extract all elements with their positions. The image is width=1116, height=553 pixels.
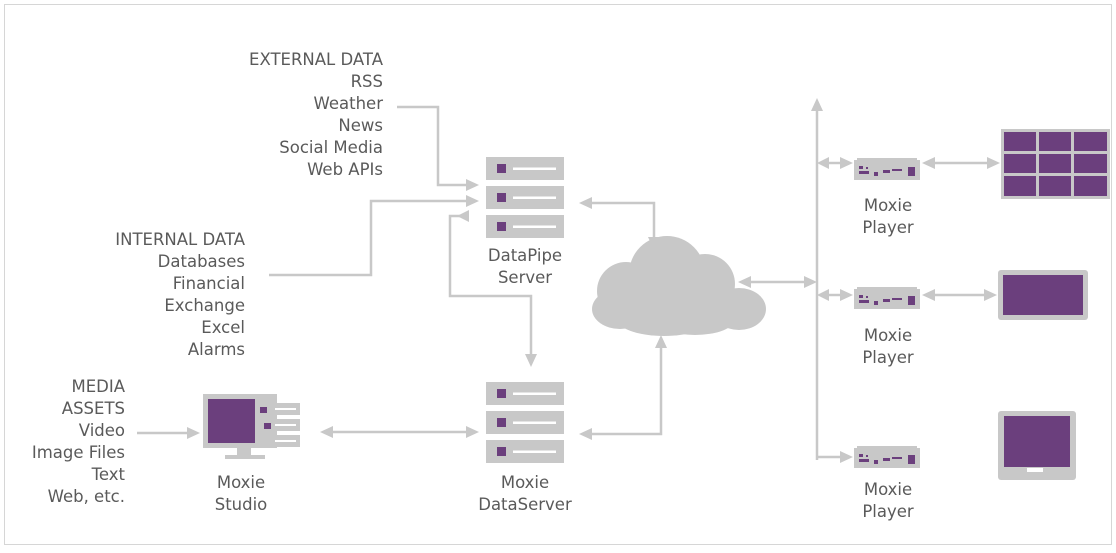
workstation-icon <box>203 394 300 459</box>
internal-data-item: Excel <box>201 318 245 337</box>
connector-lines <box>137 98 1000 463</box>
architecture-diagram: EXTERNAL DATA RSS Weather News Social Me… <box>32 50 1110 521</box>
player-label-line1: Moxie <box>864 196 912 215</box>
dataserver-cloud-connector <box>591 347 663 436</box>
datapipe-dataserver-connector <box>448 214 533 355</box>
player-node-2: Moxie Player <box>854 287 920 367</box>
player-label-line2: Player <box>862 218 914 237</box>
media-assets-heading: ASSETS <box>62 399 125 418</box>
arrowhead <box>817 289 829 301</box>
arrowhead <box>187 427 200 439</box>
internal-data-item: Databases <box>158 252 245 271</box>
player-node-1: Moxie Player <box>854 158 920 237</box>
external-data-item: RSS <box>351 72 383 91</box>
arrowhead <box>655 335 667 348</box>
external-data-heading: EXTERNAL DATA <box>249 50 384 69</box>
arrowhead <box>466 426 479 438</box>
internal-data-list: INTERNAL DATA Databases Financial Exchan… <box>115 230 245 359</box>
media-assets-item: Web, etc. <box>48 487 125 506</box>
player-node-3: Moxie Player <box>854 446 920 521</box>
arrowhead <box>984 289 997 301</box>
arrowhead <box>804 276 817 288</box>
media-assets-item: Text <box>91 465 126 484</box>
arrowhead <box>922 289 935 301</box>
video-wall-icon <box>1001 129 1110 199</box>
dataserver-label-line1: Moxie <box>501 473 549 492</box>
cloud-icon <box>592 236 766 336</box>
player-label-line1: Moxie <box>864 480 912 499</box>
studio-label-line2: Studio <box>215 495 268 514</box>
arrowhead <box>320 426 333 438</box>
external-data-item: Web APIs <box>307 160 383 179</box>
internal-data-item: Alarms <box>188 340 245 359</box>
external-data-item: Weather <box>314 94 384 113</box>
arrowhead <box>525 354 537 367</box>
landscape-display-icon <box>998 270 1088 320</box>
external-data-item: News <box>338 116 383 135</box>
arrowhead <box>466 195 479 207</box>
arrowhead <box>811 98 823 111</box>
datapipe-label-line1: DataPipe <box>488 246 562 265</box>
arrowhead <box>579 428 592 440</box>
media-player-icon <box>854 158 920 180</box>
media-assets-item: Video <box>79 421 125 440</box>
arrowhead <box>738 276 751 288</box>
arrowhead <box>579 197 592 209</box>
diagram-frame: EXTERNAL DATA RSS Weather News Social Me… <box>4 4 1112 545</box>
media-assets-heading: MEDIA <box>71 377 125 396</box>
arrowhead <box>987 157 1000 169</box>
datapipe-cloud-connector <box>591 201 656 238</box>
media-assets-list: MEDIA ASSETS Video Image Files Text Web,… <box>32 377 126 506</box>
internal-data-heading: INTERNAL DATA <box>115 230 245 249</box>
datapipe-label-line2: Server <box>498 268 552 287</box>
arrowhead <box>817 157 829 169</box>
player-label-line2: Player <box>862 502 914 521</box>
external-data-item: Social Media <box>279 138 383 157</box>
arrowhead <box>840 157 853 169</box>
media-player-icon <box>854 446 920 468</box>
dataserver-label-line2: DataServer <box>478 495 572 514</box>
arrowhead <box>457 210 469 222</box>
external-data-list: EXTERNAL DATA RSS Weather News Social Me… <box>249 50 384 179</box>
internal-data-item: Exchange <box>164 296 245 315</box>
external-data-connector <box>397 105 467 187</box>
datapipe-server-node: DataPipe Server <box>486 157 564 287</box>
studio-node: Moxie Studio <box>203 394 300 514</box>
dataserver-node: Moxie DataServer <box>478 382 572 514</box>
arrowhead <box>466 179 479 191</box>
media-player-icon <box>854 287 920 309</box>
studio-label-line1: Moxie <box>217 473 265 492</box>
internal-data-item: Financial <box>173 274 245 293</box>
arrowhead <box>922 157 935 169</box>
arrowhead <box>840 289 853 301</box>
player-label-line2: Player <box>862 348 914 367</box>
portrait-kiosk-icon <box>998 411 1076 480</box>
arrowhead <box>840 451 853 463</box>
media-assets-item: Image Files <box>32 443 125 462</box>
internal-data-connector <box>269 199 467 277</box>
server-rack-icon <box>486 157 564 238</box>
server-rack-icon <box>486 382 564 463</box>
player-label-line1: Moxie <box>864 326 912 345</box>
